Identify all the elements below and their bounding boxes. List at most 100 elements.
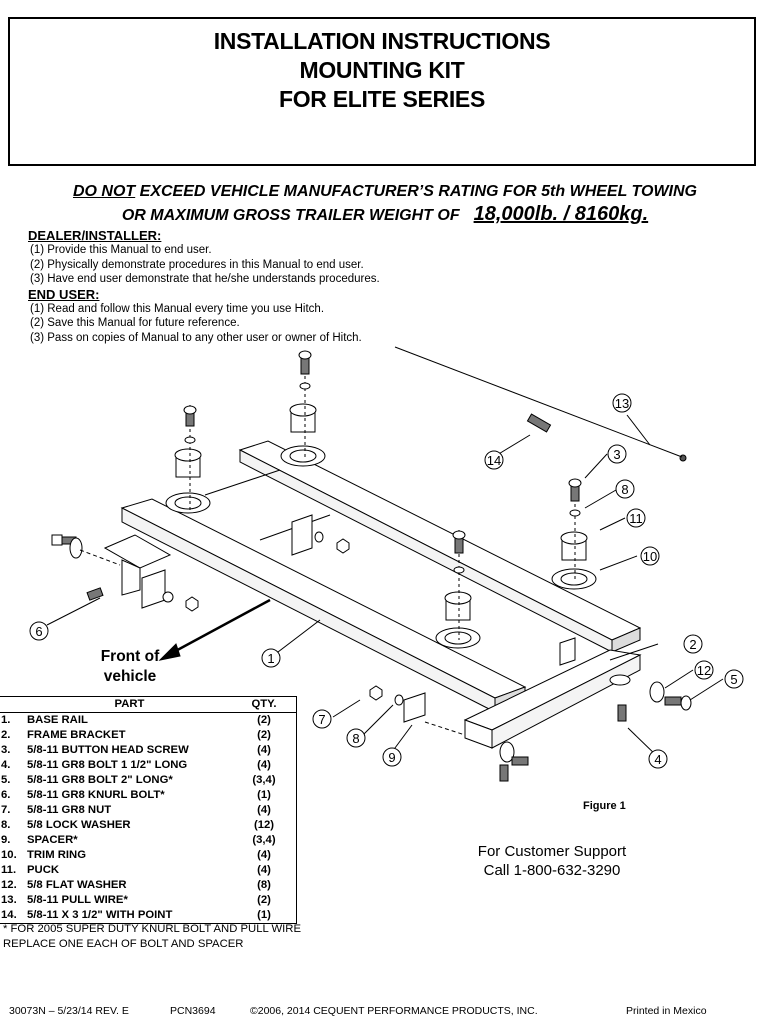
part-number: 2.	[1, 729, 11, 741]
callout-8b: 8	[621, 482, 628, 497]
figure-label: Figure 1	[583, 800, 626, 812]
callout-8: 8	[352, 731, 359, 746]
callout-leaders	[46, 414, 724, 760]
front-label-line-2: vehicle	[103, 668, 157, 685]
weight-rating: 18,000lb. / 8160kg.	[473, 203, 649, 225]
part-qty: (3,4)	[252, 774, 276, 786]
part-qty: (4)	[257, 744, 271, 756]
warning-line-2-text: OR MAXIMUM GROSS TRAILER WEIGHT OF	[121, 207, 460, 224]
hardware-right	[369, 413, 692, 782]
part-name: 5/8-11 GR8 KNURL BOLT*	[27, 789, 165, 801]
footnote-line-2: REPLACE ONE EACH OF BOLT AND SPACER	[3, 938, 244, 950]
part-number: 9.	[1, 834, 11, 846]
warning-line-1-text: EXCEED VEHICLE MANUFACTURER’S RATING FOR…	[135, 183, 697, 200]
part-name: TRIM RING	[27, 849, 86, 861]
part-qty: (1)	[257, 789, 271, 801]
dealer-item: (2) Physically demonstrate procedures in…	[30, 258, 364, 271]
part-name: SPACER*	[27, 834, 78, 846]
part-name: BASE RAIL	[27, 714, 88, 726]
table-row: 14.5/8-11 X 3 1/2" WITH POINT(1)	[0, 908, 297, 924]
part-number: 7.	[1, 804, 11, 816]
part-name: 5/8 LOCK WASHER	[27, 819, 131, 831]
customer-support: For Customer Support Call 1-800-632-3290	[452, 842, 652, 880]
part-number: 6.	[1, 789, 11, 801]
callout-10: 10	[643, 549, 657, 564]
callout-13: 13	[615, 396, 629, 411]
frame-bracket-right	[463, 637, 642, 749]
title-line-3: FOR ELITE SERIES	[278, 86, 486, 112]
table-row: 5. 5/8-11 GR8 BOLT 2" LONG* (3,4)	[0, 773, 297, 788]
part-name: 5/8-11 GR8 BOLT 2" LONG*	[27, 774, 173, 786]
front-label-line-1: Front of	[100, 648, 160, 665]
part-qty: (3,4)	[252, 834, 276, 846]
part-qty: (4)	[257, 804, 271, 816]
part-number: 3.	[1, 744, 11, 756]
puck-trim-ring-3	[435, 530, 481, 649]
table-row: 10.TRIM RING(4)	[0, 848, 297, 863]
base-rail-rear	[238, 440, 642, 653]
part-number: 4.	[1, 759, 11, 771]
dealer-item: (3) Have end user demonstrate that he/sh…	[30, 273, 380, 285]
part-number: 12.	[1, 879, 17, 891]
puck-trim-ring-1	[165, 405, 211, 514]
part-qty: (2)	[257, 714, 271, 726]
header-qty: QTY.	[251, 698, 277, 710]
callout-7: 7	[318, 712, 325, 727]
callout-3: 3	[613, 447, 620, 462]
title-line-2: MOUNTING KIT	[299, 57, 465, 83]
part-name: PUCK	[27, 864, 60, 876]
callout-14: 14	[487, 453, 501, 468]
part-number: 1.	[1, 714, 11, 726]
footer-doc-id: 30073N – 5/23/14 REV. E	[9, 1005, 129, 1017]
callout-6: 6	[35, 624, 42, 639]
callout-5: 5	[730, 672, 737, 687]
part-number: 5.	[1, 774, 11, 786]
table-row: 8.5/8 LOCK WASHER(12)	[0, 818, 297, 833]
table-row: 7. 5/8-11 GR8 NUT (4)	[0, 803, 297, 818]
parts-footnote: * FOR 2005 SUPER DUTY KNURL BOLT AND PUL…	[3, 922, 301, 952]
callout-circles	[29, 393, 744, 769]
end-user-item: (1) Read and follow this Manual every ti…	[30, 302, 325, 315]
table-row: 6. 5/8-11 GR8 KNURL BOLT* (1)	[0, 788, 297, 803]
part-number: 10.	[1, 849, 17, 861]
part-name: FRAME BRACKET	[27, 729, 126, 741]
end-user-item: (2) Save this Manual for future referenc…	[30, 317, 240, 329]
part-number: 13.	[1, 894, 17, 906]
callout-4: 4	[654, 752, 661, 767]
table-row: 9. SPACER* (3,4)	[0, 833, 297, 848]
table-row: 1. BASE RAIL (2)	[0, 713, 297, 729]
warning-line-2: OR MAXIMUM GROSS TRAILER WEIGHT OF 18,000…	[0, 203, 770, 227]
support-line-1: For Customer Support	[477, 843, 627, 860]
part-number: 11.	[1, 864, 17, 876]
part-qty: (4)	[257, 864, 271, 876]
parts-table-header: PART QTY.	[0, 697, 297, 713]
end-user-item: (3) Pass on copies of Manual to any othe…	[30, 331, 362, 344]
footnote-line-1: * FOR 2005 SUPER DUTY KNURL BOLT AND PUL…	[3, 923, 301, 935]
puck-trim-ring-4	[551, 478, 597, 590]
table-row: 11. PUCK (4)	[0, 863, 297, 878]
dealer-heading: DEALER/INSTALLER:	[28, 228, 162, 243]
table-row: 12.5/8 FLAT WASHER(8)	[0, 878, 297, 893]
part-name: 5/8-11 GR8 NUT	[27, 804, 112, 816]
callout-11: 11	[629, 511, 643, 526]
table-row: 2.FRAME BRACKET(2)	[0, 728, 297, 743]
part-name: 5/8-11 X 3 1/2" WITH POINT	[27, 909, 173, 921]
weight-warning: DO NOT EXCEED VEHICLE MANUFACTURER’S RAT…	[0, 180, 770, 227]
support-phone: Call 1-800-632-3290	[483, 862, 621, 879]
frame-bracket-left	[103, 514, 313, 609]
puck-trim-ring-2	[280, 350, 326, 467]
warning-line-1: DO NOT EXCEED VEHICLE MANUFACTURER’S RAT…	[0, 180, 770, 203]
do-not-emphasis: DO NOT	[72, 183, 136, 200]
part-name: 5/8-11 PULL WIRE*	[27, 894, 128, 906]
front-of-vehicle-label: Front of vehicle	[90, 647, 170, 687]
parts-table: PART QTY. 1. BASE RAIL (2) 2. FRAME BRACKET (…	[0, 696, 297, 924]
header-part: PART	[114, 698, 145, 710]
footer-pcn: PCN3694	[170, 1005, 216, 1017]
part-qty: (8)	[257, 879, 271, 891]
part-qty: (4)	[257, 759, 271, 771]
part-qty: (2)	[257, 894, 271, 906]
end-user-heading: END USER:	[28, 286, 100, 302]
footer-printed: Printed in Mexico	[626, 1005, 707, 1017]
part-name: 5/8-11 BUTTON HEAD SCREW	[27, 744, 189, 756]
